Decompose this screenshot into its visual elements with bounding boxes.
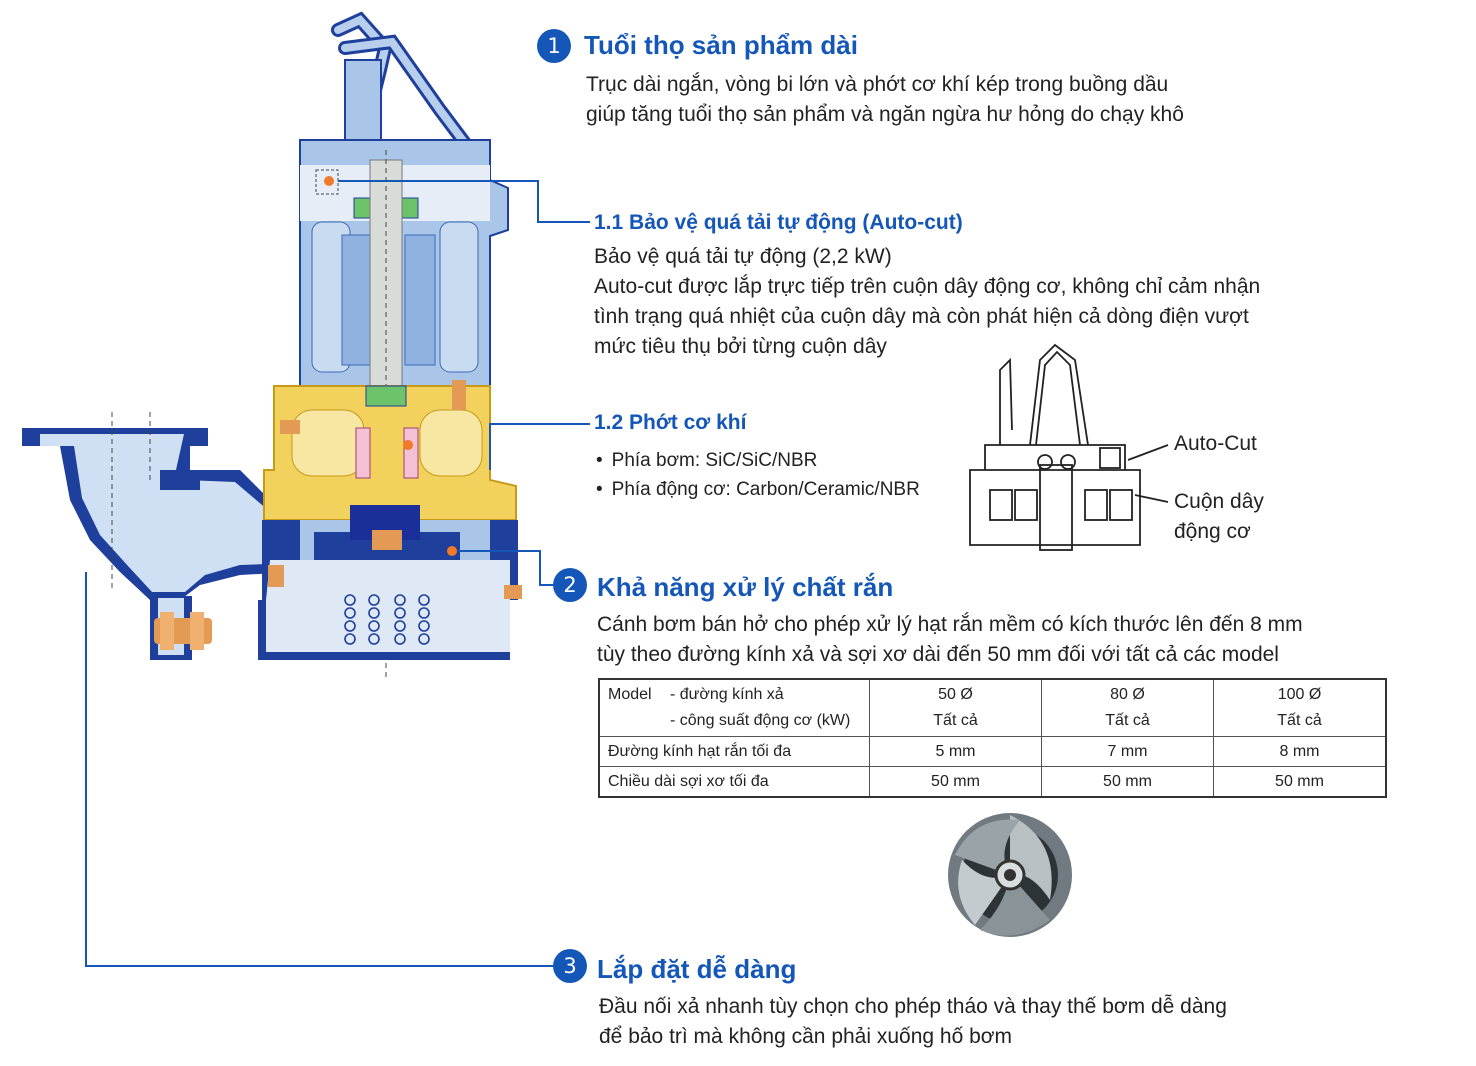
seal-bullet: Phía động cơ: Carbon/Ceramic/NBR [596, 475, 920, 504]
feature3-line: Đầu nối xả nhanh tùy chọn cho phép tháo … [599, 995, 1227, 1018]
table-header-row: Model - đường kính xả - công suất động cơ… [598, 678, 1387, 737]
column-power: Tất cả [933, 712, 978, 729]
table-row: Đường kính hạt rắn tối đa 5 mm 7 mm 8 mm [598, 736, 1387, 767]
motor-housing [299, 139, 509, 387]
feature1-description: Trục dài ngắn, vòng bi lớn và phớt cơ kh… [586, 70, 1184, 130]
feature3-badge: 3 [553, 949, 587, 983]
model-sub2: - công suất động cơ (kW) [670, 712, 851, 729]
column-diameter: 100 Ø [1277, 686, 1322, 703]
column-diameter: 50 Ø [938, 686, 973, 703]
table-column-header: 50 Ø Tất cả [869, 678, 1042, 737]
row-label: Đường kính hạt rắn tối đa [598, 736, 870, 767]
table-column-header: 80 Ø Tất cả [1041, 678, 1214, 737]
inset-label-coil-2: động cơ [1174, 520, 1251, 543]
feature1-line: giúp tăng tuổi thọ sản phẩm và ngăn ngừa… [586, 103, 1184, 126]
table-cell: 7 mm [1041, 736, 1214, 767]
solids-spec-table: Model - đường kính xả - công suất động cơ… [598, 678, 1387, 798]
feature1-1-line: mức tiêu thụ bởi từng cuộn dây [594, 335, 887, 358]
feature2-line: tùy theo đường kính xả và sợi xơ dài đến… [597, 643, 1279, 666]
feature3-title: Lắp đặt dễ dàng [597, 954, 797, 984]
discharge-elbow [22, 412, 330, 660]
table-cell: 50 mm [869, 766, 1042, 798]
feature1-1-title: 1.1 Bảo vệ quá tải tự động (Auto-cut) [594, 211, 963, 234]
column-power: Tất cả [1105, 712, 1150, 729]
table-cell: 50 mm [1041, 766, 1214, 798]
feature2-badge: 2 [553, 568, 587, 602]
table-cell: 5 mm [869, 736, 1042, 767]
model-sub1: - đường kính xả [670, 686, 784, 703]
seal-bullet: Phía bơm: SiC/SiC/NBR [596, 446, 920, 475]
power-cable [331, 11, 477, 157]
table-header-cell: Model - đường kính xả - công suất động cơ… [598, 678, 870, 737]
feature1-2-title: 1.2 Phớt cơ khí [594, 411, 747, 434]
feature1-title: Tuổi thọ sản phẩm dài [584, 30, 858, 60]
feature2-title: Khả năng xử lý chất rắn [597, 572, 894, 602]
column-power: Tất cả [1277, 712, 1322, 729]
feature3-description: Đầu nối xả nhanh tùy chọn cho phép tháo … [599, 992, 1227, 1052]
model-label: Model [608, 686, 652, 703]
seal-chamber [263, 380, 517, 521]
impeller-image [948, 813, 1072, 937]
volute-casing [258, 505, 522, 660]
table-column-header: 100 Ø Tất cả [1213, 678, 1387, 737]
feature2-line: Cánh bơm bán hở cho phép xử lý hạt rắn m… [597, 613, 1303, 636]
feature1-1-line: tình trạng quá nhiệt của cuộn dây mà còn… [594, 305, 1249, 328]
table-cell: 50 mm [1213, 766, 1387, 798]
table-row: Chiều dài sợi xơ tối đa 50 mm 50 mm 50 m… [598, 766, 1387, 798]
feature1-1-description: Bảo vệ quá tải tự động (2,2 kW) Auto-cut… [594, 242, 1260, 362]
feature1-line: Trục dài ngắn, vòng bi lớn và phớt cơ kh… [586, 73, 1169, 96]
column-diameter: 80 Ø [1110, 686, 1145, 703]
leader-lines [85, 180, 590, 967]
feature1-badge: 1 [537, 29, 571, 63]
table-cell: 8 mm [1213, 736, 1387, 767]
row-label: Chiều dài sợi xơ tối đa [598, 766, 870, 798]
feature1-1-line: Bảo vệ quá tải tự động (2,2 kW) [594, 245, 892, 268]
feature2-description: Cánh bơm bán hở cho phép xử lý hạt rắn m… [597, 610, 1303, 670]
feature1-1-line: Auto-cut được lắp trực tiếp trên cuộn dâ… [594, 275, 1261, 298]
inset-label-autocut: Auto-Cut [1174, 432, 1257, 455]
inset-label-coil-1: Cuộn dây [1174, 490, 1264, 513]
feature1-2-bullets: Phía bơm: SiC/SiC/NBR Phía động cơ: Carb… [596, 446, 920, 504]
autocut-inset-drawing [969, 343, 1169, 551]
feature3-line: để bảo trì mà không cần phải xuống hố bơ… [599, 1025, 1013, 1048]
